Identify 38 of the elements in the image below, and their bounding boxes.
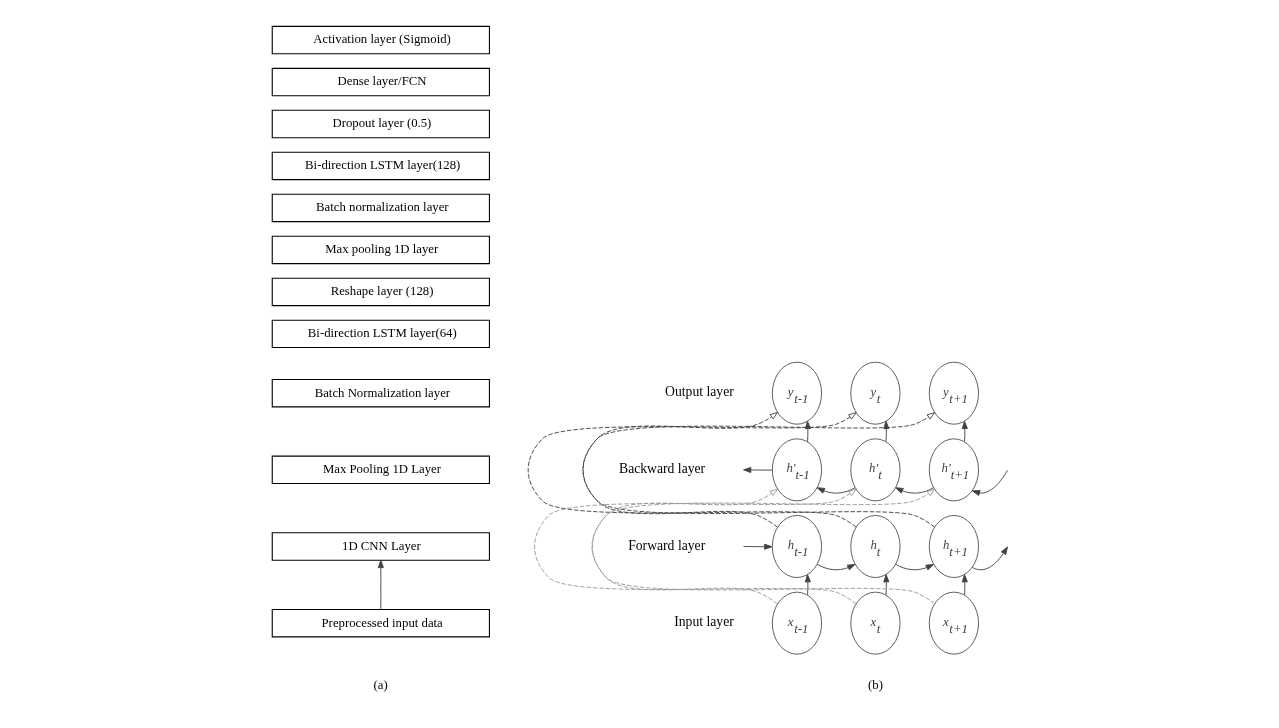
label: Output layer: [664, 384, 734, 400]
arrow: [591, 488, 935, 605]
arrow: [894, 563, 934, 571]
node-box: Batch Normalization layer: [271, 378, 490, 408]
node-box: Dense layer/FCN: [271, 67, 490, 97]
arrow: [581, 412, 935, 528]
label: (b): [867, 677, 883, 692]
arrow: [533, 488, 857, 605]
arrow: [582, 412, 778, 528]
arrow: [816, 487, 855, 494]
arrow: [971, 469, 1008, 496]
arrow: [816, 563, 855, 571]
label: Backward layer: [618, 461, 705, 477]
node-box: Bi-direction LSTM layer(64): [271, 319, 490, 349]
node-box: Reshape layer (128): [271, 277, 490, 307]
arrow: [882, 574, 889, 596]
arrow: [961, 420, 968, 442]
node-box: 1D CNN Layer: [271, 532, 490, 561]
label: (a): [373, 677, 388, 692]
arrow: [882, 420, 889, 442]
arrow: [961, 574, 968, 596]
node-box: Max pooling 1D layer: [271, 235, 490, 265]
arrow: [742, 543, 772, 550]
node-box: Bi-direction LSTM layer(128): [271, 151, 490, 181]
arrow: [971, 546, 1008, 571]
arrow: [804, 420, 811, 442]
node-box: Batch normalization layer: [271, 193, 490, 223]
node-box: Dropout layer (0.5): [271, 109, 490, 139]
arrow: [591, 488, 778, 605]
label: Input layer: [673, 614, 734, 630]
arrow: [894, 487, 934, 494]
node-box: Max Pooling 1D Layer: [271, 455, 490, 485]
node-box: Activation layer (Sigmoid): [271, 25, 490, 55]
label: Forward layer: [627, 537, 705, 553]
node-box: Preprocessed input data: [271, 608, 490, 638]
arrow: [527, 412, 857, 528]
arrow: [377, 559, 384, 610]
arrow: [742, 466, 772, 473]
